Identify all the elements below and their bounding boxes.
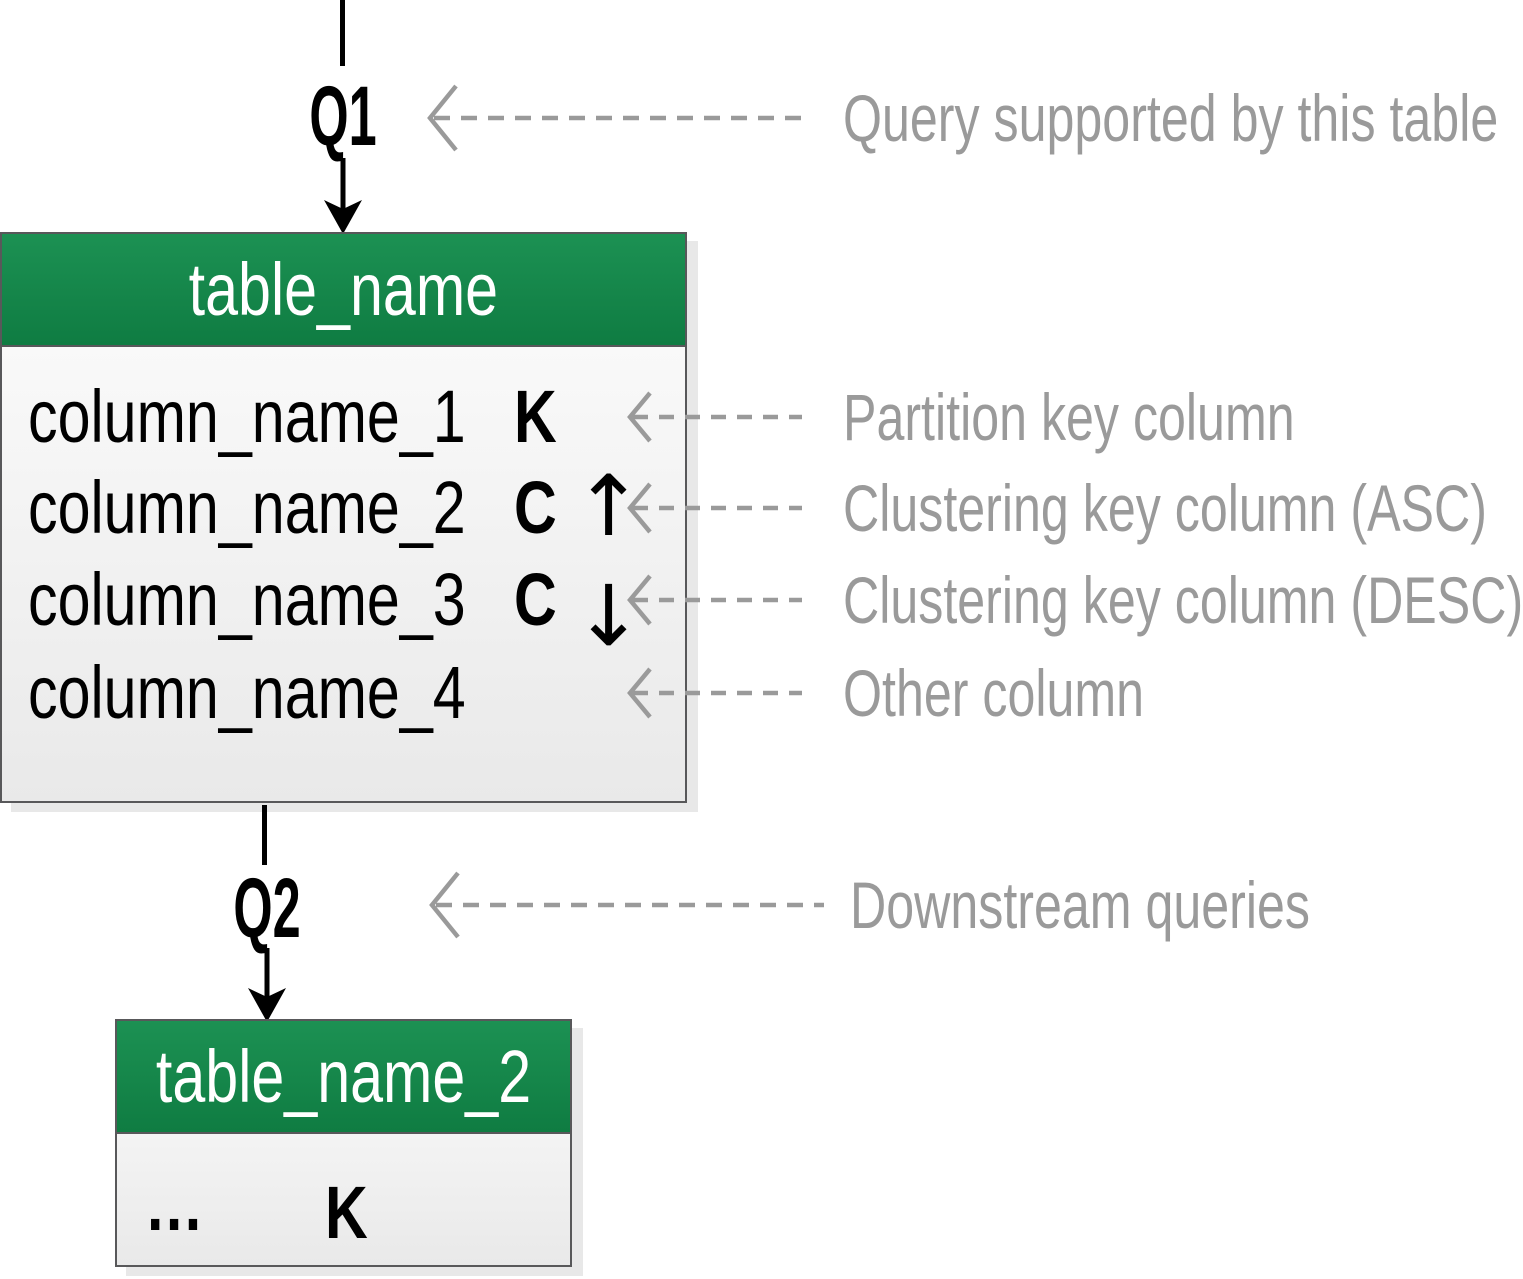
left-dashed-arrow-icon — [427, 84, 804, 152]
table-header: table_name — [2, 234, 685, 347]
annotation-clustering-desc: Clustering key column (DESC) — [843, 563, 1523, 637]
query-label-q2-text: Q2 — [233, 861, 301, 955]
table-row: ... — [147, 1168, 218, 1253]
left-dashed-arrow-icon — [627, 391, 802, 443]
table-box-table-name: table_name column_name_1 K column_name_2… — [0, 232, 687, 803]
left-dashed-arrow-icon — [627, 482, 802, 534]
table-box-table-name-2: table_name_2 ... K — [115, 1019, 572, 1267]
left-dashed-arrow-icon — [627, 667, 802, 719]
key-symbol-partition: K — [514, 375, 557, 458]
table-title: table_name_2 — [155, 1034, 532, 1118]
query-edge-mid — [262, 805, 267, 865]
key-symbol-partition: K — [325, 1171, 368, 1254]
annotation-partition-key: Partition key column — [843, 380, 1295, 454]
annotation-clustering-asc: Clustering key column (ASC) — [843, 471, 1487, 545]
table-header: table_name_2 — [117, 1021, 570, 1134]
table-row: column_name_2 — [28, 466, 466, 549]
annotation-other-column: Other column — [843, 656, 1145, 730]
left-dashed-arrow-icon — [627, 574, 802, 626]
key-symbol-clustering-asc: C ↑ — [514, 457, 644, 555]
annotation-query-supported: Query supported by this table — [843, 81, 1499, 155]
table-row: column_name_4 — [28, 651, 466, 734]
ellipsis-columns: ... — [147, 1163, 204, 1246]
query-label-q2: Q2 — [207, 866, 327, 950]
key-symbol-clustering-desc: C ↓ — [514, 558, 644, 665]
table-row: column_name_1 — [28, 375, 466, 458]
query-edge-top — [340, 0, 345, 66]
annotation-downstream-queries: Downstream queries — [850, 868, 1310, 942]
query-label-q1: Q1 — [283, 74, 403, 158]
query-label-q1-text: Q1 — [309, 69, 377, 163]
down-arrow-icon — [248, 948, 286, 1022]
table-row: column_name_3 — [28, 558, 466, 641]
table-title: table_name — [188, 247, 499, 331]
down-arrow-icon — [324, 158, 362, 234]
left-dashed-arrow-icon — [429, 871, 824, 939]
